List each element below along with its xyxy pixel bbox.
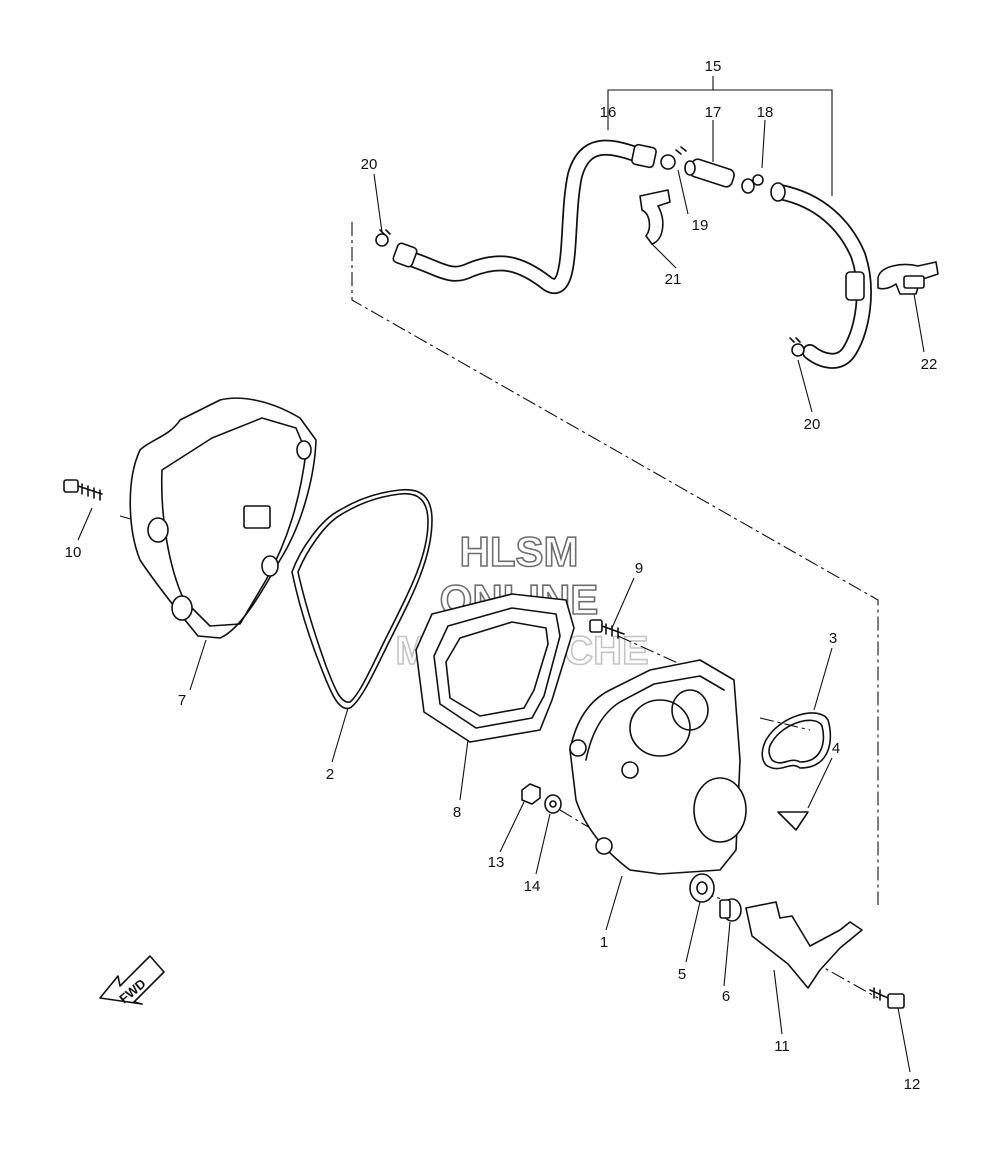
callout-7: 7 (178, 692, 186, 709)
air-hose-right (770, 182, 872, 369)
cover-gasket (291, 488, 433, 710)
callout-17: 17 (705, 104, 722, 121)
grommet-5 (689, 873, 715, 903)
collar-6 (719, 898, 742, 922)
callout-5: 5 (678, 966, 686, 983)
callout-13: 13 (488, 854, 505, 871)
bolt-12 (869, 987, 905, 1009)
callout-16: 16 (600, 104, 617, 121)
callout-2: 2 (326, 766, 334, 783)
air-filter-element (415, 593, 575, 743)
callout-15: 15 (705, 58, 722, 75)
callout-19: 19 (692, 217, 709, 234)
washer-14 (544, 794, 562, 814)
callout-9: 9 (635, 560, 643, 577)
joint-gasket (761, 712, 832, 770)
hose-clips (375, 146, 805, 357)
callouts: 16 15 17 18 20 19 21 22 20 10 7 2 8 9 3 … (65, 58, 938, 1093)
bolt-9 (589, 619, 625, 639)
callout-20-top: 20 (361, 156, 378, 173)
hose-clamp (639, 189, 671, 245)
callout-18: 18 (757, 104, 774, 121)
forward-direction-arrow: FWD (99, 955, 165, 1006)
callout-10: 10 (65, 544, 82, 561)
callout-8: 8 (453, 804, 461, 821)
callout-12: 12 (904, 1076, 921, 1093)
plate-4 (777, 811, 809, 831)
leader-lines (77, 169, 925, 1073)
callout-1: 1 (600, 934, 608, 951)
callout-22: 22 (921, 356, 938, 373)
bolt-10 (63, 479, 103, 501)
hose-holder (877, 261, 939, 295)
air-hose-left (392, 139, 657, 294)
air-valve (684, 158, 755, 194)
callout-20-bottom: 20 (804, 416, 821, 433)
bracket-11 (745, 901, 863, 989)
air-filter-case (569, 659, 747, 875)
nut-13 (521, 783, 541, 805)
callout-6: 6 (722, 988, 730, 1005)
callout-11: 11 (774, 1038, 790, 1055)
callout-4: 4 (832, 740, 840, 757)
callout-14: 14 (524, 878, 541, 895)
callout-21: 21 (665, 271, 682, 288)
watermark-line1: HLSM (460, 528, 579, 575)
air-filter-cover (129, 397, 317, 639)
hose-assembly-bracket (607, 76, 833, 196)
callout-3: 3 (829, 630, 837, 647)
